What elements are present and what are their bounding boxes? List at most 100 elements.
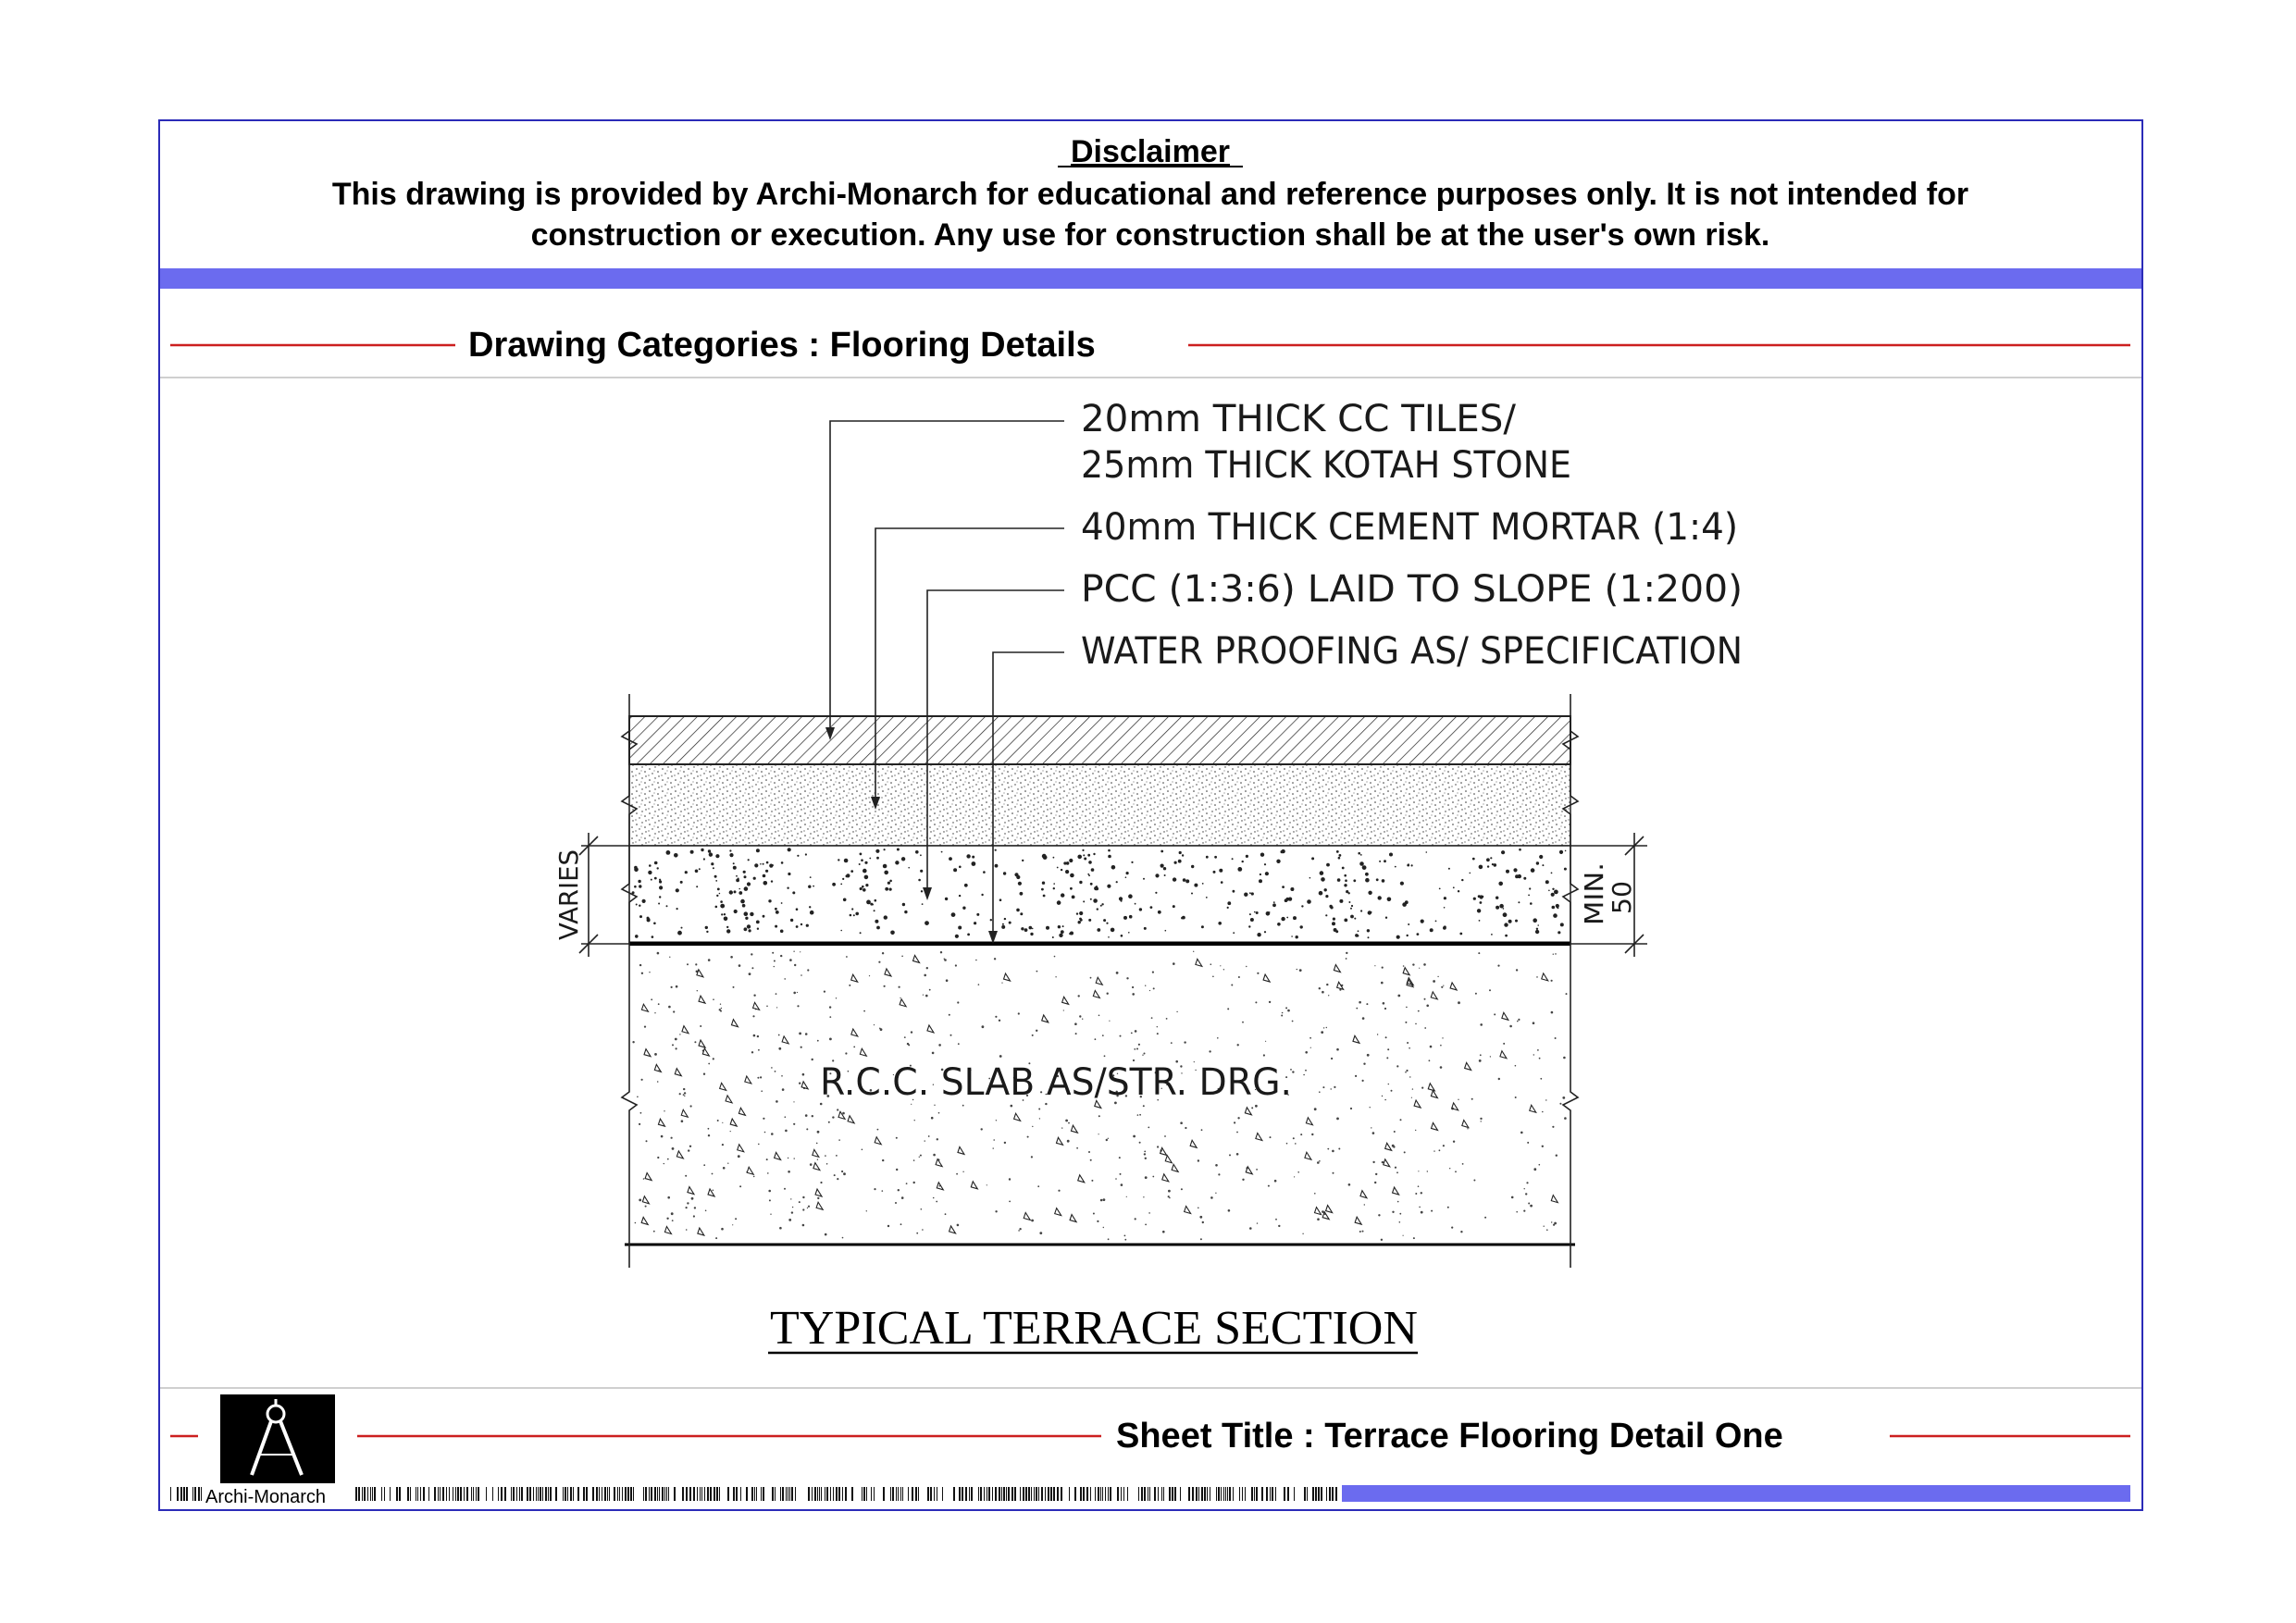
- aggregate-dot: [865, 884, 869, 887]
- slab-aggregate-triangle: [1402, 966, 1411, 976]
- slab-dot: [1322, 1210, 1324, 1213]
- slab-dot: [1471, 1097, 1473, 1100]
- aggregate-dot: [1205, 897, 1208, 898]
- slab-dot: [845, 1052, 848, 1055]
- slab-dot: [1533, 1054, 1535, 1056]
- slab-dot: [1200, 1129, 1203, 1132]
- slab-dot: [1419, 967, 1421, 969]
- slab-dot: [1510, 1196, 1514, 1199]
- aggregate-dot: [659, 886, 664, 890]
- aggregate-dot: [1399, 881, 1404, 886]
- slab-dot: [1419, 1206, 1421, 1208]
- barcode-bar: [384, 1487, 385, 1501]
- slab-dot: [1376, 1034, 1379, 1035]
- aggregate-dot: [755, 849, 760, 853]
- slab-aggregate-triangle: [1304, 1150, 1313, 1161]
- slab-dot: [730, 956, 733, 959]
- barcode-bar: [1335, 1487, 1337, 1501]
- aggregate-dot: [1134, 902, 1136, 905]
- aggregate-dot: [1534, 929, 1540, 935]
- aggregate-dot: [1478, 864, 1483, 870]
- aggregate-dot: [1358, 851, 1360, 855]
- aggregate-dot: [639, 904, 641, 907]
- aggregate-dot: [983, 871, 986, 873]
- aggregate-dot: [1194, 883, 1198, 887]
- slab-dot: [716, 1120, 719, 1121]
- aggregate-dot: [1471, 857, 1475, 861]
- aggregate-dot: [959, 865, 962, 869]
- aggregate-dot: [863, 874, 869, 880]
- slab-dot: [807, 1205, 811, 1208]
- slab-dot: [1303, 1073, 1305, 1076]
- barcode-bar: [1332, 1487, 1334, 1501]
- slab-aggregate-triangle: [1322, 1210, 1331, 1220]
- aggregate-dot: [1106, 922, 1109, 924]
- slab-dot: [1285, 1007, 1288, 1010]
- slab-dot: [693, 1207, 697, 1209]
- slab-dot: [1319, 1160, 1321, 1162]
- aggregate-dot: [1201, 883, 1204, 885]
- aggregate-dot: [1093, 852, 1096, 856]
- aggregate-dot: [702, 858, 706, 861]
- barcode-bar: [614, 1487, 615, 1501]
- slab-dot: [1278, 1224, 1281, 1228]
- slab-dot: [1018, 1230, 1020, 1232]
- barcode-bar: [789, 1487, 790, 1501]
- slab-dot: [1397, 994, 1401, 997]
- slab-dot: [804, 1114, 808, 1117]
- aggregate-dot: [1469, 872, 1471, 874]
- slab-dot: [1421, 1086, 1424, 1089]
- aggregate-dot: [1350, 914, 1354, 919]
- slab-dot: [1036, 970, 1038, 973]
- slab-dot: [1396, 1065, 1399, 1068]
- slab-dot: [801, 1223, 805, 1227]
- barcode-bar: [697, 1487, 698, 1501]
- aggregate-dot: [1359, 861, 1364, 866]
- aggregate-dot: [763, 881, 768, 886]
- slab-aggregate-triangle: [1359, 1189, 1369, 1199]
- slab-dot: [791, 1206, 794, 1208]
- aggregate-dot: [698, 868, 701, 871]
- slab-dot: [1134, 1218, 1136, 1220]
- barcode-bar: [516, 1487, 517, 1501]
- slab-dot: [1420, 1210, 1423, 1214]
- slab-dot: [932, 1196, 935, 1199]
- slab-aggregate-triangle: [718, 1082, 727, 1092]
- slab-dot: [903, 1036, 906, 1038]
- aggregate-dot: [1265, 911, 1271, 916]
- barcode-bar: [536, 1487, 537, 1501]
- slab-dot: [927, 1135, 930, 1137]
- slab-dot: [1361, 1017, 1365, 1020]
- aggregate-dot: [729, 849, 732, 852]
- aggregate-dot: [1041, 853, 1047, 859]
- aggregate-dot: [1057, 925, 1061, 929]
- aggregate-dot: [792, 891, 796, 895]
- slab-aggregate-triangle: [899, 997, 908, 1008]
- aggregate-dot: [1185, 879, 1190, 884]
- barcode-bar: [927, 1487, 929, 1501]
- slab-aggregate-triangle: [1541, 972, 1549, 982]
- slab-dot: [995, 1015, 998, 1018]
- slab-dot: [1162, 1230, 1165, 1233]
- aggregate-dot: [1110, 927, 1115, 933]
- barcode-bar: [538, 1487, 539, 1501]
- slab-aggregate-triangle: [697, 1226, 706, 1236]
- aggregate-dot: [859, 852, 863, 856]
- slab-aggregate-triangle: [730, 1018, 739, 1028]
- slab-dot: [1107, 1137, 1110, 1140]
- slab-dot: [687, 1202, 689, 1205]
- barcode-bar: [1261, 1487, 1263, 1501]
- slab-dot: [882, 1158, 885, 1162]
- slab-dot: [1349, 1107, 1353, 1110]
- aggregate-dot: [1178, 850, 1182, 855]
- slab-dot: [948, 1013, 950, 1016]
- aggregate-dot: [1089, 882, 1093, 886]
- barcode-bar: [358, 1487, 360, 1501]
- slab-dot: [1542, 1110, 1544, 1113]
- aggregate-dot: [1108, 936, 1110, 938]
- aggregate-dot: [635, 935, 639, 938]
- slab-dot: [1322, 1086, 1325, 1089]
- slab-aggregate-triangle: [936, 1181, 945, 1191]
- aggregate-dot: [707, 849, 712, 853]
- barcode-bar: [1121, 1487, 1122, 1501]
